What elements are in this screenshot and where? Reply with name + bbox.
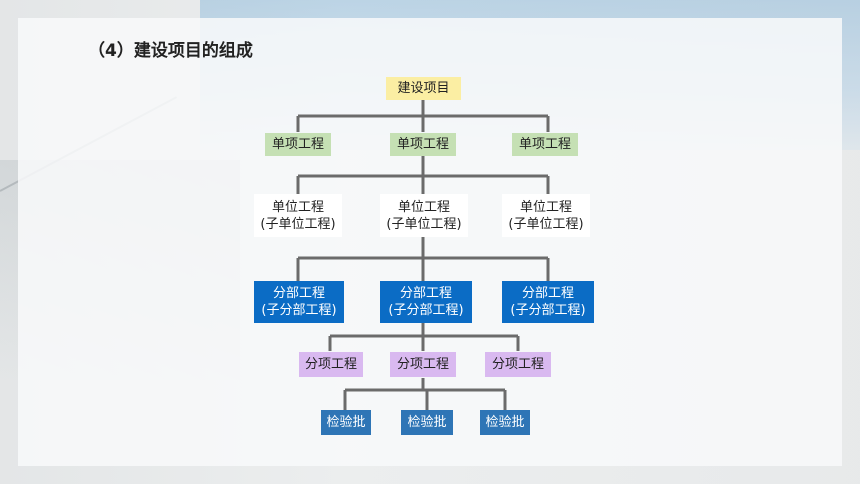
node-label: 检验批 (407, 415, 447, 430)
node-label: 检验批 (326, 415, 366, 430)
connector-division-subitem (328, 323, 520, 351)
node-label: 单项工程 (396, 137, 449, 152)
node-label: 单位工程 (397, 199, 450, 215)
slide-title: （4）建设项目的组成 (88, 41, 253, 61)
node-single-project-1: 单项工程 (265, 133, 331, 156)
node-label: 分项工程 (304, 357, 357, 372)
node-single-project-2: 单项工程 (390, 133, 456, 156)
node-unit-project-1: 单位工程 (子单位工程) (254, 194, 342, 237)
node-label: 分项工程 (396, 357, 449, 372)
node-inspection-lot-1: 检验批 (321, 410, 371, 435)
node-label: 单位工程 (519, 199, 572, 215)
node-single-project-3: 单项工程 (512, 133, 578, 156)
node-division-project-1: 分部工程 (子分部工程) (254, 281, 344, 323)
node-division-project-3: 分部工程 (子分部工程) (502, 281, 594, 323)
node-label: 分项工程 (491, 357, 544, 372)
node-subitem-project-3: 分项工程 (485, 352, 551, 377)
node-subitem-project-1: 分项工程 (299, 352, 363, 377)
node-sublabel: (子单位工程) (260, 216, 336, 232)
node-unit-project-2: 单位工程 (子单位工程) (380, 194, 468, 237)
node-inspection-lot-3: 检验批 (480, 410, 530, 435)
node-sublabel: (子分部工程) (261, 303, 337, 318)
node-unit-project-3: 单位工程 (子单位工程) (502, 194, 590, 237)
node-sublabel: (子分部工程) (510, 303, 586, 318)
node-construction-project: 建设项目 (386, 77, 461, 100)
node-sublabel: (子单位工程) (386, 216, 462, 232)
node-inspection-lot-2: 检验批 (401, 410, 453, 435)
node-label: 建设项目 (397, 81, 450, 96)
node-label: 单项工程 (518, 137, 571, 152)
connector-unit-division (296, 237, 550, 281)
node-subitem-project-2: 分项工程 (390, 352, 456, 377)
node-sublabel: (子单位工程) (508, 216, 584, 232)
connector-subitem-lot (343, 378, 507, 410)
connector-root-single (296, 98, 550, 132)
node-label: 分部工程 (272, 286, 325, 301)
node-label: 单位工程 (271, 199, 324, 215)
node-label: 分部工程 (399, 286, 452, 301)
node-sublabel: (子分部工程) (388, 303, 464, 318)
connector-single-unit (296, 155, 550, 194)
node-label: 单项工程 (271, 137, 324, 152)
node-label: 分部工程 (521, 286, 574, 301)
node-label: 检验批 (485, 415, 525, 430)
node-division-project-2: 分部工程 (子分部工程) (380, 281, 472, 323)
